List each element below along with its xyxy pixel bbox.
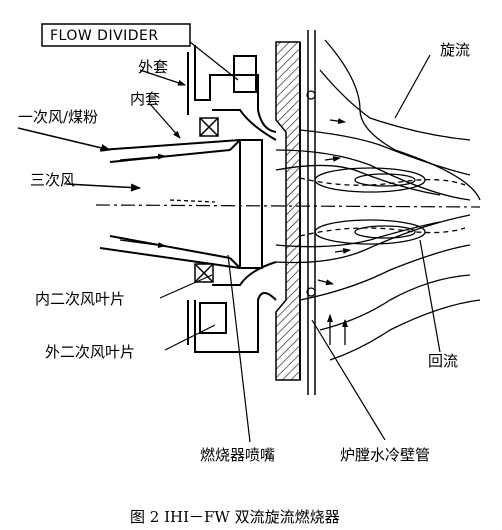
water-wall-tube (306, 30, 316, 395)
label-furnace-water-wall: 炉膛水冷壁管 (340, 446, 430, 464)
furnace-flow-arrows (317, 118, 351, 345)
furnace-wall (275, 41, 301, 381)
burner-body (99, 45, 277, 353)
inlet-arrows (17, 127, 141, 192)
label-inner-secondary-vanes: 内二次风叶片 (35, 290, 125, 308)
label-swirl-flow: 旋流 (440, 41, 470, 59)
label-burner-nozzle: 燃烧器喷嘴 (200, 446, 275, 464)
flow-streamlines (275, 39, 481, 361)
primary-flow-arrows (119, 153, 216, 249)
label-outer-sleeve: 外套 (138, 58, 168, 76)
centerline (95, 204, 481, 208)
vane-box-upper (199, 117, 219, 137)
labels: FLOW DIVIDER 外套 内套 一次风/煤粉 三次风 内二次风叶片 外二次… (18, 23, 470, 464)
label-inner-sleeve: 内套 (130, 90, 160, 108)
vane-box-lower (194, 263, 214, 283)
figure-caption: 图 2 IHI－FW 双流旋流燃烧器 (130, 508, 340, 526)
label-tertiary-air: 三次风 (30, 171, 75, 189)
flow-divider-box (41, 23, 191, 47)
label-primary-air-coal: 一次风/煤粉 (18, 108, 98, 126)
label-recirculation-flow: 回流 (428, 352, 458, 370)
label-flow-divider: FLOW DIVIDER (50, 28, 159, 44)
label-outer-secondary-vanes: 外二次风叶片 (45, 343, 135, 361)
leader-lines (139, 41, 441, 443)
